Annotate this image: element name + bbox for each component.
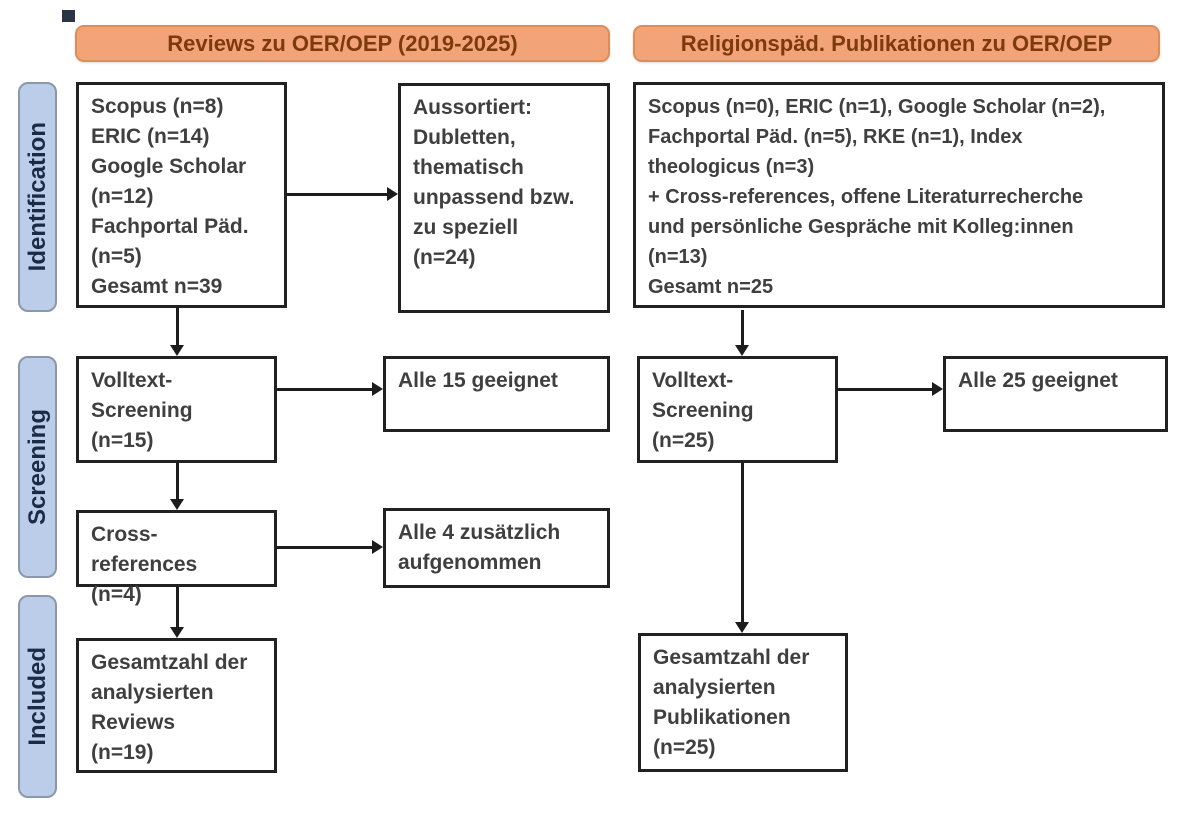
box-excluded-reviews: Aussortiert: Dubletten, thematisch unpas… bbox=[398, 83, 610, 313]
box-cross-references: Cross-references (n=4) bbox=[76, 510, 277, 606]
box-all-suitable-reviews: Alle 15 geeignet bbox=[383, 356, 610, 432]
column-header-religionspaed: Religionspäd. Publikationen zu OER/OEP bbox=[633, 25, 1160, 62]
arrow-crossrefs-to-total-reviews bbox=[170, 587, 184, 638]
box-fulltext-screening-publications: Volltext- Screening (n=25) bbox=[637, 356, 838, 463]
box-sources-religionspaed: Scopus (n=0), ERIC (n=1), Google Scholar… bbox=[633, 82, 1165, 308]
stage-included-label: Included bbox=[23, 647, 51, 746]
stray-mark bbox=[62, 10, 75, 22]
arrow-screening-to-suitable-publications bbox=[838, 382, 943, 396]
box-all-suitable-publications: Alle 25 geeignet bbox=[943, 356, 1168, 432]
arrow-screening-to-suitable-reviews bbox=[277, 382, 383, 396]
box-fulltext-screening-reviews: Volltext- Screening (n=15) bbox=[76, 356, 277, 463]
box-added-reviews: Alle 4 zusätzlich aufgenommen bbox=[383, 508, 610, 588]
column-header-reviews: Reviews zu OER/OEP (2019-2025) bbox=[75, 25, 610, 62]
stage-screening-label: Screening bbox=[23, 408, 51, 526]
arrow-screening-to-total-publications bbox=[735, 463, 749, 633]
box-total-publications: Gesamtzahl der analysierten Publikatione… bbox=[638, 633, 848, 772]
stage-screening: Screening bbox=[18, 356, 57, 578]
stage-identification-label: Identification bbox=[23, 122, 51, 272]
arrow-screening-to-crossrefs bbox=[170, 463, 184, 510]
arrow-sources-to-screening-reviews bbox=[170, 308, 184, 356]
box-sources-reviews: Scopus (n=8) ERIC (n=14) Google Scholar … bbox=[76, 82, 287, 308]
box-total-reviews: Gesamtzahl der analysierten Reviews (n=1… bbox=[76, 638, 277, 773]
stage-included: Included bbox=[18, 595, 57, 798]
stage-identification: Identification bbox=[18, 82, 57, 312]
arrow-crossrefs-to-added bbox=[277, 540, 383, 554]
arrow-sources-to-excluded bbox=[287, 187, 398, 201]
arrow-sources-to-screening-publications bbox=[735, 310, 749, 356]
